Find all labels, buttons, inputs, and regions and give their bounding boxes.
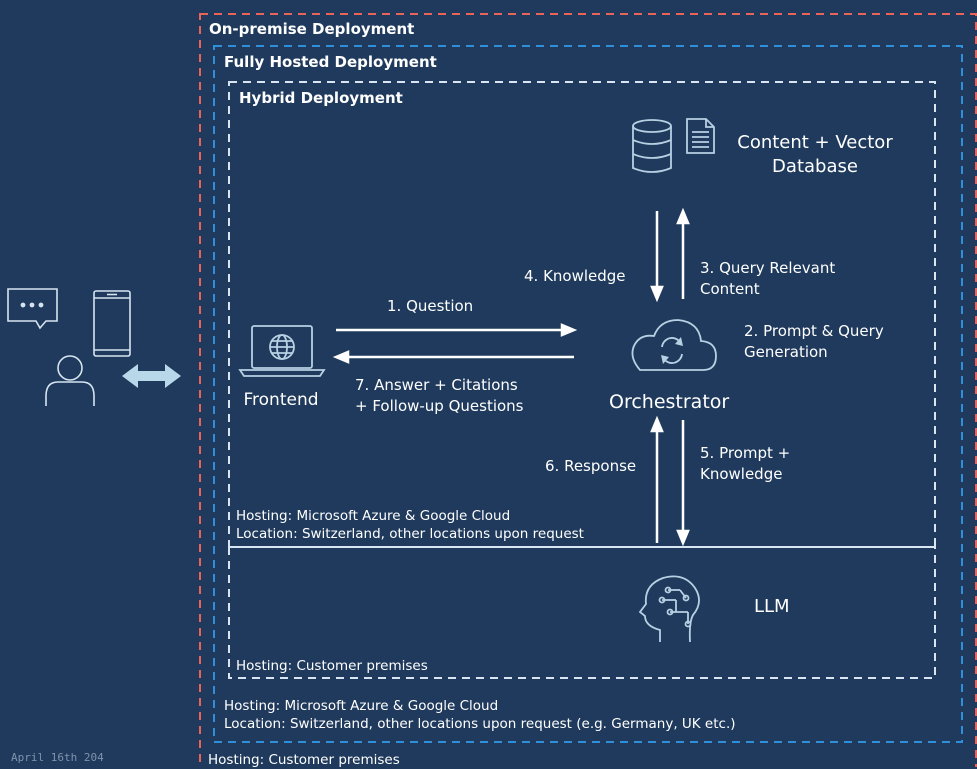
footer-date: April 16th 204 bbox=[11, 751, 104, 764]
on-premise-hosting-note: Hosting: Customer premises bbox=[208, 752, 400, 768]
hybrid-hosting-note: Hosting: Microsoft Azure & Google Cloud bbox=[236, 508, 511, 524]
database-label-line1: Content + Vector bbox=[737, 132, 893, 153]
llm-hosting-note: Hosting: Customer premises bbox=[236, 658, 428, 674]
flow-prompt-knowledge-line2: Knowledge bbox=[700, 465, 783, 483]
flow-query-relevant-line1: 3. Query Relevant bbox=[700, 259, 836, 277]
database-icon bbox=[632, 119, 672, 173]
double-arrow-icon bbox=[122, 364, 181, 388]
frontend-label: Frontend bbox=[243, 390, 319, 410]
arrow-response bbox=[650, 415, 664, 543]
hybrid-location-note: Location: Switzerland, other locations u… bbox=[236, 526, 584, 542]
fully-hosted-border bbox=[213, 45, 963, 743]
fully-hosted-title: Fully Hosted Deployment bbox=[224, 53, 437, 71]
flow-response-label: 6. Response bbox=[545, 457, 637, 475]
flow-prompt-knowledge-line1: 5. Prompt + bbox=[700, 444, 791, 462]
laptop-globe-icon bbox=[238, 325, 326, 377]
flow-query-relevant-line2: Content bbox=[700, 280, 760, 298]
chat-bubble-icon bbox=[7, 288, 58, 330]
user-icon bbox=[45, 355, 95, 406]
on-premise-border bbox=[199, 13, 977, 767]
arrow-knowledge bbox=[650, 211, 664, 303]
hybrid-title: Hybrid Deployment bbox=[239, 89, 403, 107]
arrow-prompt-knowledge bbox=[676, 420, 690, 547]
flow-question-label: 1. Question bbox=[387, 297, 474, 315]
flow-prompt-query-line2: Generation bbox=[744, 343, 828, 361]
cloud-sync-icon bbox=[631, 319, 717, 371]
arrow-answer bbox=[332, 350, 574, 364]
flow-prompt-query-line1: 2. Prompt & Query bbox=[744, 322, 884, 340]
flow-answer-line2: + Follow-up Questions bbox=[355, 397, 524, 415]
flow-knowledge-label: 4. Knowledge bbox=[524, 267, 626, 285]
llm-zone-border bbox=[228, 546, 936, 679]
hybrid-border bbox=[228, 81, 936, 548]
on-premise-title: On-premise Deployment bbox=[209, 20, 415, 38]
orchestrator-label: Orchestrator bbox=[609, 391, 730, 413]
arrow-query-relevant bbox=[676, 207, 690, 299]
document-icon bbox=[686, 118, 715, 154]
flow-answer-line1: 7. Answer + Citations bbox=[355, 376, 518, 394]
ai-head-icon bbox=[638, 575, 700, 643]
llm-label: LLM bbox=[754, 596, 790, 617]
arrow-question bbox=[336, 323, 578, 337]
database-label-line2: Database bbox=[772, 156, 858, 177]
fully-hosted-hosting-note: Hosting: Microsoft Azure & Google Cloud bbox=[224, 698, 499, 714]
fully-hosted-location-note: Location: Switzerland, other locations u… bbox=[224, 716, 736, 732]
smartphone-icon bbox=[93, 290, 131, 357]
